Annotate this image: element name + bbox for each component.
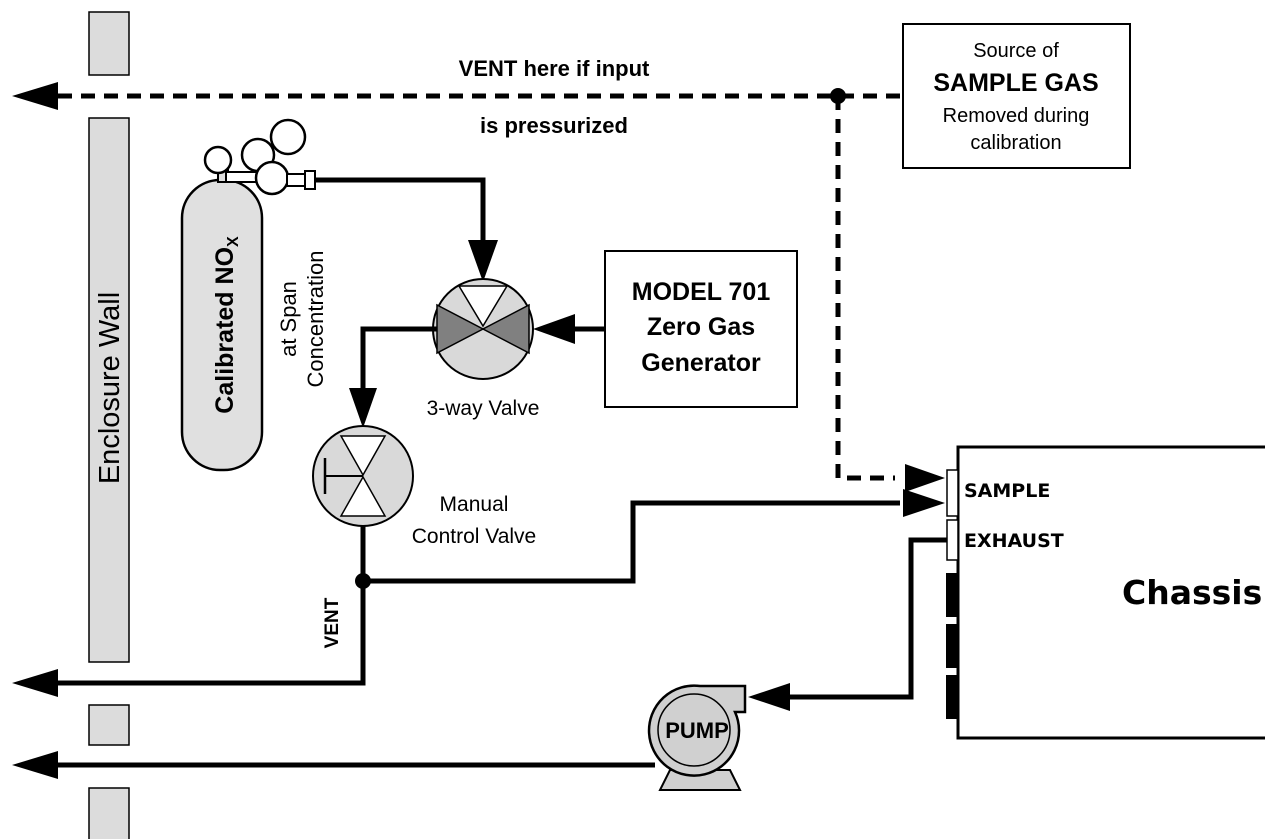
valve-to-manual-line [360, 326, 437, 388]
gas-cylinder [180, 118, 316, 472]
manual-control-valve [312, 425, 414, 527]
sample-feed-line [363, 500, 900, 584]
cylinder-label: Calibrated NOX [211, 236, 242, 414]
exhaust-port-label: EXHAUST [964, 530, 1064, 552]
pump-discharge-arrow [12, 751, 58, 779]
sample-gas-source-box: Source of SAMPLE GAS Removed during cali… [902, 23, 1131, 169]
zero-gas-line3: Generator [641, 349, 761, 377]
sample-port-label: SAMPLE [964, 480, 1050, 502]
cylinder-label-sub: X [225, 236, 242, 247]
sample-source-line3: Removed during [943, 105, 1090, 127]
enclosure-wall [88, 11, 130, 839]
sample-source-line1: Source of [973, 40, 1059, 62]
chassis [946, 445, 1265, 740]
cylinder-note-line2: Concentration [303, 251, 328, 388]
vent-note-line1: VENT here if input [459, 56, 650, 81]
cylinder-note-line1: at Span [276, 281, 301, 357]
sample-source-line2: SAMPLE GAS [933, 69, 1098, 97]
valve-to-manual-arrow [349, 388, 377, 428]
vent-arrow [12, 669, 58, 697]
vent-dashed-line [12, 82, 945, 492]
manual-valve-line1: Manual [440, 493, 509, 516]
vent-note-line2: is pressurized [480, 113, 628, 138]
three-way-valve-label: 3-way Valve [427, 397, 540, 420]
manual-valve-line2: Control Valve [412, 525, 537, 548]
sample-source-line4: calibration [970, 132, 1061, 154]
cylinder-feed-line [315, 177, 486, 240]
cylinder-feed-arrow [468, 240, 498, 282]
pump [647, 684, 747, 791]
zero-gas-line1: MODEL 701 [632, 278, 771, 306]
cylinder-label-main: Calibrated NO [211, 247, 239, 414]
three-way-valve [432, 278, 534, 380]
sample-feed-arrow [903, 489, 945, 517]
zero-gas-generator-box: MODEL 701 Zero Gas Generator [604, 250, 798, 408]
enclosure-wall-label: Enclosure Wall [94, 292, 126, 484]
exhaust-line [790, 537, 947, 700]
exhaust-arrow [748, 683, 790, 711]
vent-label: VENT [322, 597, 343, 648]
pump-label: PUMP [665, 718, 729, 743]
chassis-title: Chassis [1122, 573, 1262, 612]
zero-gas-feed-arrow [533, 314, 575, 344]
zero-gas-line2: Zero Gas [647, 313, 755, 341]
